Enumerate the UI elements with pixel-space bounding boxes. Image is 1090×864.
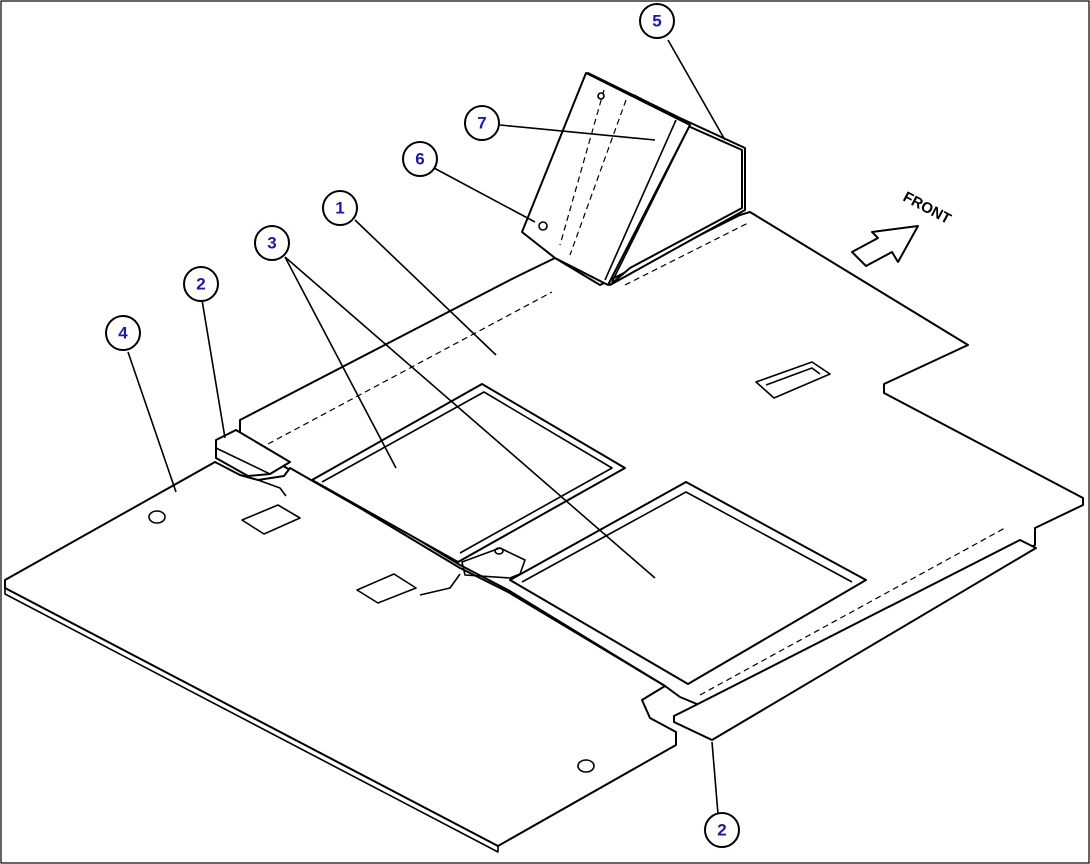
callout-2-bottom: 2 [704,812,740,848]
leader-6 [433,167,536,223]
mat-hole-1 [148,510,166,524]
front-label: FRONT [900,189,954,228]
mat-cutout-2 [356,573,417,604]
callout-7: 7 [464,105,500,141]
callout-6-label: 6 [415,150,424,169]
callout-3: 3 [254,225,290,261]
part-3-panel-right [509,481,867,685]
leader-1 [354,219,497,356]
mat-hole-2 [577,759,595,773]
callout-1: 1 [322,190,358,226]
leader-3b [284,256,656,579]
part-2-strip-right [673,539,1037,741]
leader-4 [127,351,177,493]
housing-hole-6 [538,221,548,231]
leader-3a [284,256,397,469]
callout-4: 4 [105,315,141,351]
part-5-housing [521,72,746,286]
front-direction-indicator: FRONT [851,189,954,267]
callout-3-label: 3 [267,234,276,253]
callout-2-top: 2 [183,266,219,302]
callout-6: 6 [402,141,438,177]
part-3-panel-left [311,383,626,563]
mat-cutout-1 [241,504,301,535]
callout-5-label: 5 [652,12,661,31]
housing-hole-top [597,92,605,100]
leader-5 [667,39,726,141]
part-2-strip-left [215,429,291,477]
leader-2-top [201,299,226,439]
callout-1-label: 1 [335,199,344,218]
leader-lines [127,39,726,815]
callout-2-top-label: 2 [196,275,205,294]
leader-2-bottom [711,741,719,815]
callout-2-bottom-label: 2 [717,821,726,840]
part-4-lower-mat [4,461,677,853]
front-arrow-icon [851,225,919,267]
callout-7-label: 7 [477,114,486,133]
leader-7 [499,124,656,141]
floor-slot [755,361,831,399]
callout-4-label: 4 [118,324,128,343]
callout-5: 5 [639,3,675,39]
